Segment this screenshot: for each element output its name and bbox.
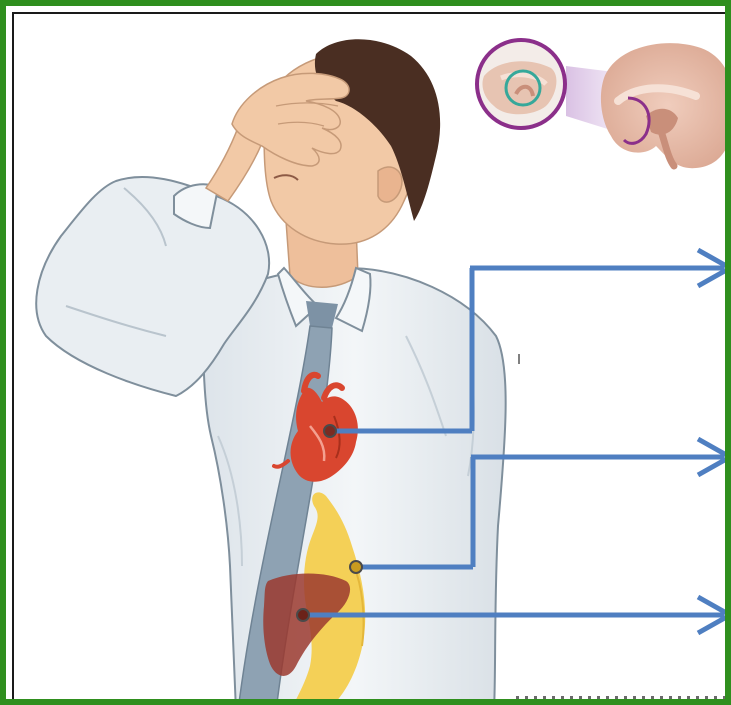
heart-marker xyxy=(324,425,336,437)
brain-icon xyxy=(601,43,731,168)
brain-zoom-circle xyxy=(477,40,565,128)
liver-marker xyxy=(297,609,309,621)
stress-body-illustration xyxy=(6,6,731,705)
brain-callout xyxy=(477,40,731,168)
stomach-marker xyxy=(350,561,362,573)
